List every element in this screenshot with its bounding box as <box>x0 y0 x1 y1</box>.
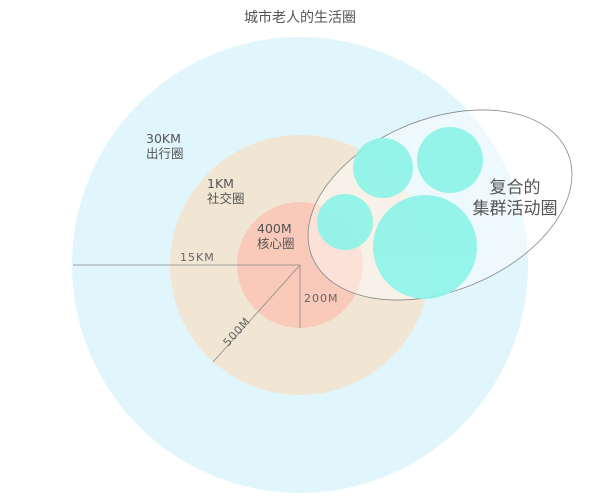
travel-distance: 30KM <box>146 131 181 146</box>
cluster-bubble <box>417 127 483 193</box>
radius-label-inner: 200M <box>304 292 339 305</box>
cluster-bubble <box>353 138 413 198</box>
radius-line-middle <box>212 264 301 363</box>
cluster-bubble <box>317 194 373 250</box>
travel-name: 出行圈 <box>146 146 184 161</box>
core-name: 核心圈 <box>257 236 295 251</box>
core-distance: 400M <box>257 221 292 236</box>
cluster-label-line1: 复合的 <box>490 178 541 198</box>
social-name: 社交圈 <box>207 191 245 206</box>
cluster-label-line2: 集群活动圈 <box>473 199 558 219</box>
diagram-title: 城市老人的生活圈 <box>244 9 356 26</box>
cluster-bubble <box>373 195 477 299</box>
social-distance: 1KM <box>207 176 234 191</box>
radius-label-outer: 15KM <box>180 251 215 264</box>
